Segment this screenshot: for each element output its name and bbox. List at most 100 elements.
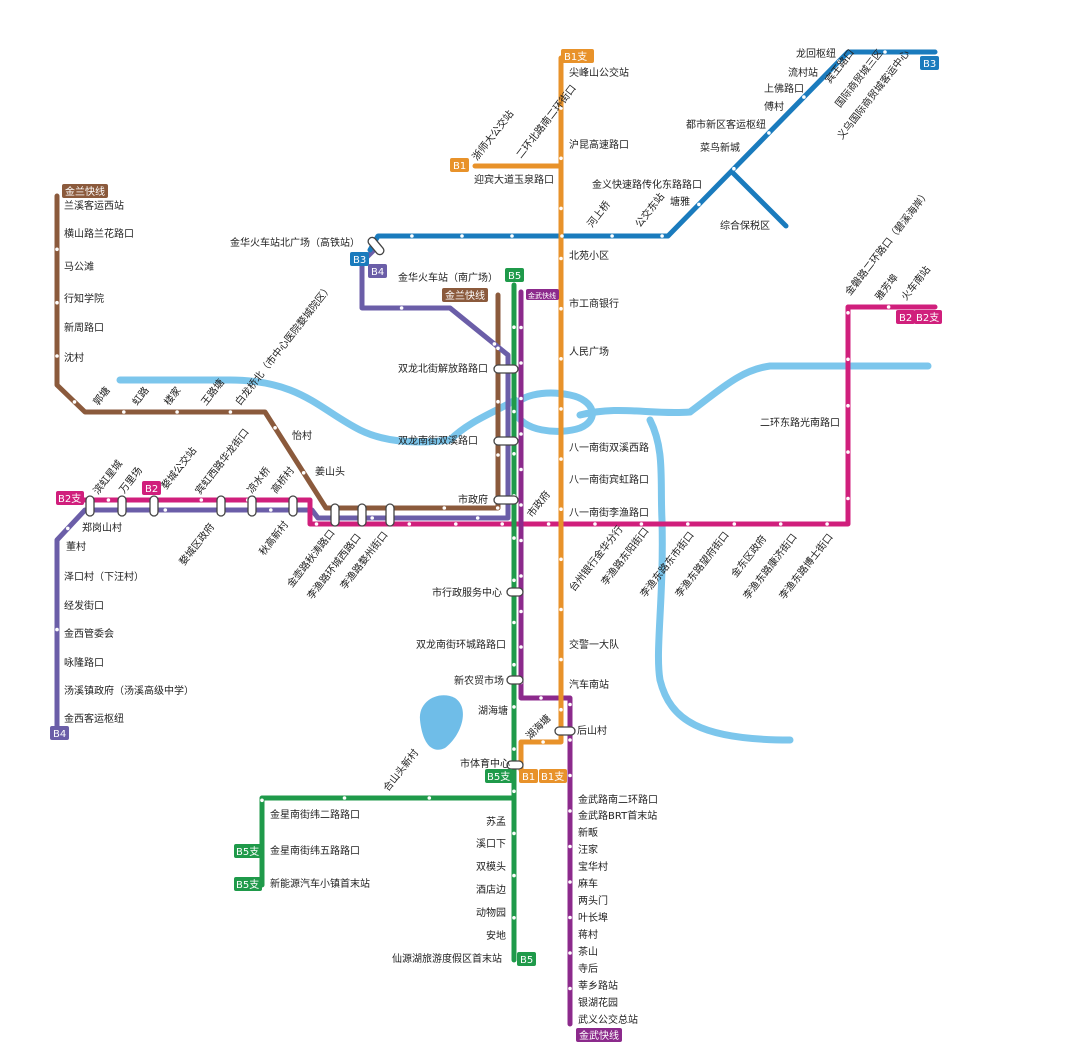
route-jinwu xyxy=(518,289,573,1027)
station-label: 郭塘 xyxy=(90,384,113,408)
station-dot xyxy=(568,773,572,778)
station-dot xyxy=(460,234,464,238)
station-label: 人民广场 xyxy=(569,345,609,358)
station-dot xyxy=(559,407,563,411)
transfer-capsule xyxy=(493,495,519,505)
station-dot xyxy=(539,696,543,700)
route-tag-label: B4 xyxy=(53,729,66,740)
station-label: 双龙南街双溪路口 xyxy=(398,434,478,447)
route-tag xyxy=(50,726,69,740)
station-dot xyxy=(568,915,572,920)
station-dot xyxy=(546,522,551,526)
station-dot xyxy=(269,508,273,512)
station-dot xyxy=(410,234,414,238)
station-label: 蒋村 xyxy=(578,928,598,941)
route-tag xyxy=(368,264,387,278)
station-label: 仙源湖旅游度假区首末站 xyxy=(392,952,502,965)
water-layer xyxy=(116,362,932,750)
station-dot xyxy=(593,522,597,526)
route-tag-label: B2 xyxy=(899,313,912,324)
route-tag-label: B1 xyxy=(453,161,466,172)
station-label: 菜鸟新城 xyxy=(700,141,740,154)
station-dot xyxy=(512,705,516,709)
station-label: 秋高新村 xyxy=(256,518,291,558)
route-tag-label: B2支 xyxy=(58,493,81,505)
route-tag xyxy=(920,56,939,70)
station-dot xyxy=(541,740,545,744)
route-tag xyxy=(505,268,524,282)
route-tag-label: B5支 xyxy=(236,879,259,891)
route-tag xyxy=(896,310,915,324)
route-b2 xyxy=(59,304,938,527)
river-south xyxy=(646,416,794,744)
station-label: 李渔路东阳街口 xyxy=(598,525,651,588)
station-dot xyxy=(122,410,126,414)
station-label: 安地 xyxy=(486,929,506,942)
route-tag xyxy=(450,158,469,172)
station-dot xyxy=(442,506,447,510)
station-label: 怡村 xyxy=(292,429,312,442)
station-label: 经发街口 xyxy=(64,599,104,612)
station-label: 银湖花园 xyxy=(578,996,618,1009)
station-dot xyxy=(370,516,375,520)
route-tag xyxy=(561,49,594,63)
station-dot xyxy=(568,951,572,955)
station-dot xyxy=(519,538,523,543)
station-dot xyxy=(559,106,563,110)
station-label: 董村 xyxy=(66,540,86,553)
route-tag-label: B4 xyxy=(371,267,384,278)
station-dot xyxy=(512,873,516,878)
station-dot xyxy=(686,522,690,526)
route-b4 xyxy=(54,245,511,738)
station-dot xyxy=(732,522,737,526)
station-label: 湖海塘 xyxy=(478,704,508,717)
transfer-capsule xyxy=(367,236,385,256)
route-b1 xyxy=(518,55,564,773)
station-dot xyxy=(846,311,850,315)
station-dot xyxy=(767,131,771,135)
route-tag-label: B2支 xyxy=(916,312,939,324)
station-label: 二环东路光南路口 xyxy=(760,416,840,429)
station-label: 尖峰山公交站 xyxy=(569,66,629,79)
line-b5-stations: 苏孟 溪口下 双模头 酒店边 动物园 安地 仙源湖旅游度假区首末站 合山头新村 … xyxy=(270,746,506,965)
station-dot xyxy=(559,507,563,512)
station-dot xyxy=(660,234,664,238)
station-label: 流村站 xyxy=(788,66,818,79)
station-label: 麻车 xyxy=(578,877,598,890)
station-dot xyxy=(519,432,523,436)
station-dot xyxy=(163,508,168,512)
station-dot xyxy=(697,202,701,207)
transfer-capsule xyxy=(554,726,576,736)
station-dot xyxy=(199,498,204,502)
station-label: 苏孟 xyxy=(486,815,506,828)
station-label: 沪昆高速路口 xyxy=(569,138,629,151)
route-tag-label: 金武快线 xyxy=(579,1029,619,1042)
station-dot xyxy=(519,396,523,401)
station-dot xyxy=(496,346,500,351)
station-dot xyxy=(519,645,523,649)
station-label: 河上桥 xyxy=(585,199,613,230)
transfer-capsule xyxy=(85,495,95,517)
station-dot xyxy=(568,702,572,707)
routes-layer xyxy=(54,49,938,1027)
station-dot xyxy=(559,707,563,712)
station-label: 双龙北街解放路路口 xyxy=(398,362,488,375)
station-label: 上佛路口 xyxy=(764,82,804,95)
route-tag-label: B1支 xyxy=(541,771,564,783)
station-label: 楼家 xyxy=(161,384,184,408)
station-label: 火车南站 xyxy=(898,263,933,303)
route-tag-label: B1 xyxy=(522,772,535,783)
station-dot xyxy=(301,471,306,475)
route-tag-label: B5 xyxy=(520,955,533,966)
route-tag-label: 金兰快线 xyxy=(65,185,105,198)
station-dot xyxy=(55,627,59,632)
station-dot xyxy=(512,536,516,540)
station-dot xyxy=(559,607,563,612)
station-dot xyxy=(512,662,516,667)
station-label: 寺后 xyxy=(578,963,598,975)
station-label: 汤溪镇政府（汤溪高级中学） xyxy=(64,684,194,697)
line-b4-stations: 董村 泽口村（下汪村） 经发街口 金西管委会 咏隆路口 汤溪镇政府（汤溪高级中学… xyxy=(64,540,194,725)
station-label: 双模头 xyxy=(476,861,506,873)
station-label: 金星南街纬五路路口 xyxy=(270,844,360,857)
station-label: 新周路口 xyxy=(64,321,104,334)
